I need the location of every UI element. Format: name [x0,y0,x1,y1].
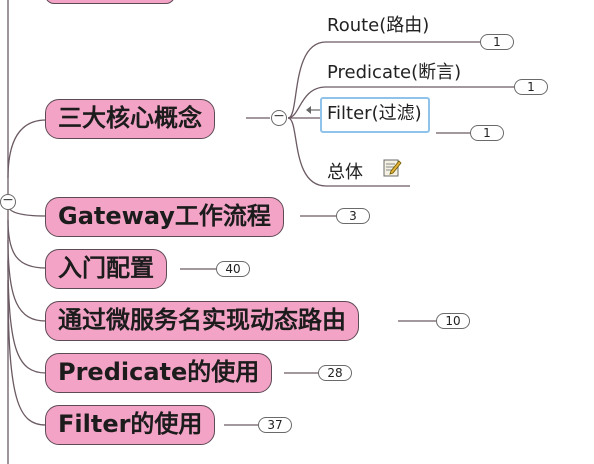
subtopic-predicate[interactable]: Predicate(断言) [327,62,462,83]
topic-dynamic-routing[interactable]: 通过微服务名实现动态路由 [45,301,359,341]
topic-filter-usage[interactable]: Filter的使用 [45,405,216,445]
filter-usage-count-badge[interactable]: 37 [258,417,292,433]
topic-core-concepts[interactable]: 三大核心概念 [45,99,215,139]
route-count-badge[interactable]: 1 [480,34,514,50]
previous-topic-node[interactable] [45,0,175,4]
subtopic-overall[interactable]: 总体 [327,162,363,183]
subtopic-route[interactable]: Route(路由) [327,15,430,36]
topic-predicate-usage[interactable]: Predicate的使用 [45,353,273,393]
subtopic-filter[interactable]: Filter(过滤) [320,97,430,133]
topic-getting-started-config[interactable]: 入门配置 [45,249,167,289]
central-collapse-button[interactable]: − [0,193,16,210]
filter-count-badge[interactable]: 1 [470,125,504,141]
topic-gateway-workflow[interactable]: Gateway工作流程 [45,197,284,237]
predicate-count-badge[interactable]: 1 [514,79,548,95]
note-icon[interactable] [382,158,402,178]
core-concepts-collapse-button[interactable]: − [271,109,287,126]
dynamic-routing-count-badge[interactable]: 10 [436,313,470,329]
getting-started-count-badge[interactable]: 40 [216,261,250,277]
predicate-usage-count-badge[interactable]: 28 [318,365,352,381]
gateway-workflow-count-badge[interactable]: 3 [336,208,370,224]
